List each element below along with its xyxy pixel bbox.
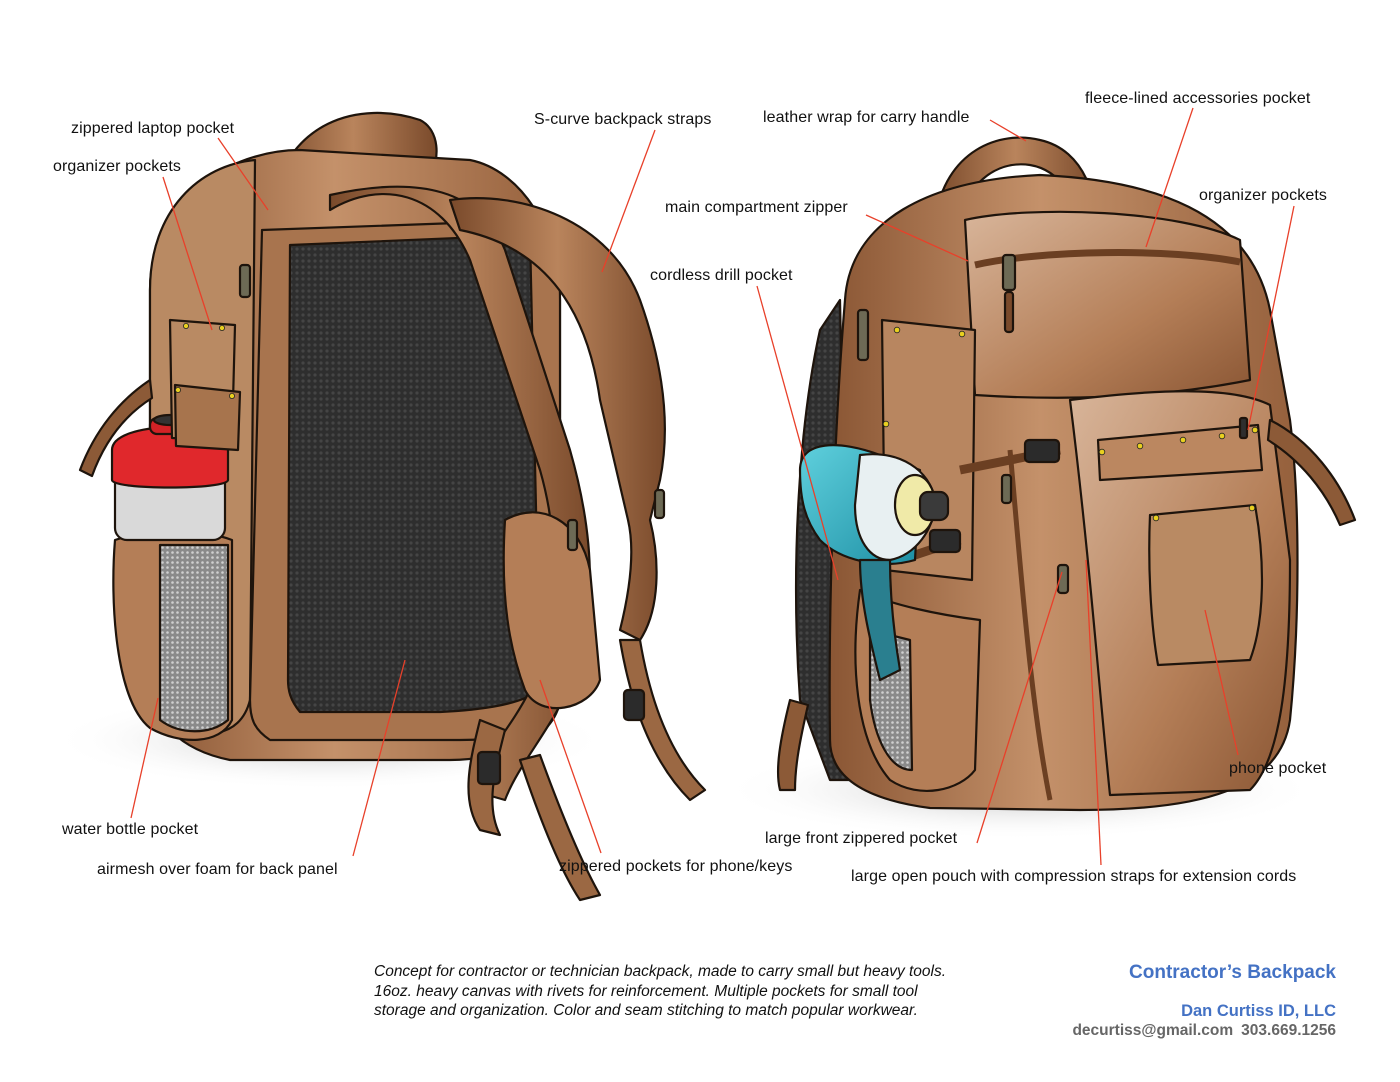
callout-main-compartment-zipper: main compartment zipper	[665, 199, 848, 216]
company-name: Dan Curtiss ID, LLC	[1181, 1002, 1336, 1020]
description-line: 16oz. heavy canvas with rivets for reinf…	[374, 982, 918, 1000]
product-title: Contractor’s Backpack	[1129, 962, 1336, 983]
callout-phone-pocket: phone pocket	[1229, 760, 1327, 777]
callout-zippered-pockets-phone: zippered pockets for phone/keys	[559, 858, 793, 875]
callout-organizer-pockets-right: organizer pockets	[1199, 187, 1327, 204]
concept-description: Concept for contractor or technician bac…	[374, 962, 1014, 1021]
leader-line-main-compartment-zipper	[865, 214, 969, 262]
leader-line-zippered-laptop-pocket	[217, 137, 269, 211]
leader-line-s-curve-straps	[601, 129, 656, 273]
callout-airmesh-back-panel: airmesh over foam for back panel	[97, 861, 338, 878]
description-line: Concept for contractor or technician bac…	[374, 963, 947, 980]
leader-line-water-bottle-pocket	[130, 697, 159, 819]
leader-line-fleece-lined-pocket	[1145, 107, 1194, 248]
callout-s-curve-straps: S-curve backpack straps	[534, 111, 712, 128]
leader-lines	[130, 107, 1295, 866]
callout-organizer-pockets-left: organizer pockets	[53, 158, 181, 175]
leader-line-cordless-drill-pocket	[756, 285, 839, 581]
backpack-front-view	[776, 136, 1357, 812]
description-line: storage and organization. Color and seam…	[374, 1002, 918, 1019]
leader-line-airmesh-back-panel	[352, 659, 406, 857]
callout-fleece-lined-pocket: fleece-lined accessories pocket	[1085, 90, 1311, 107]
callout-leather-wrap-handle: leather wrap for carry handle	[763, 109, 970, 126]
leader-line-organizer-pockets-right	[1247, 205, 1295, 431]
callout-zippered-laptop-pocket: zippered laptop pocket	[71, 120, 235, 137]
callout-large-front-zippered-pocket: large front zippered pocket	[765, 830, 958, 847]
contact-info: decurtiss@gmail.com 303.669.1256	[1072, 1022, 1336, 1040]
contact-email: decurtiss@gmail.com	[1072, 1022, 1234, 1039]
contact-phone: 303.669.1256	[1241, 1022, 1336, 1039]
leader-line-phone-pocket	[1204, 609, 1239, 756]
leader-line-large-front-zippered-pocket	[976, 571, 1063, 844]
leader-line-organizer-pockets-left	[162, 176, 213, 331]
backpack-back-view	[78, 111, 707, 902]
leader-line-leather-wrap-handle	[989, 119, 1027, 142]
leader-line-zippered-pockets-phone	[539, 679, 602, 854]
leader-line-large-open-pouch	[1085, 559, 1102, 866]
callout-large-open-pouch: large open pouch with compression straps…	[851, 868, 1297, 885]
callout-cordless-drill-pocket: cordless drill pocket	[650, 267, 793, 284]
callout-water-bottle-pocket: water bottle pocket	[62, 821, 199, 838]
